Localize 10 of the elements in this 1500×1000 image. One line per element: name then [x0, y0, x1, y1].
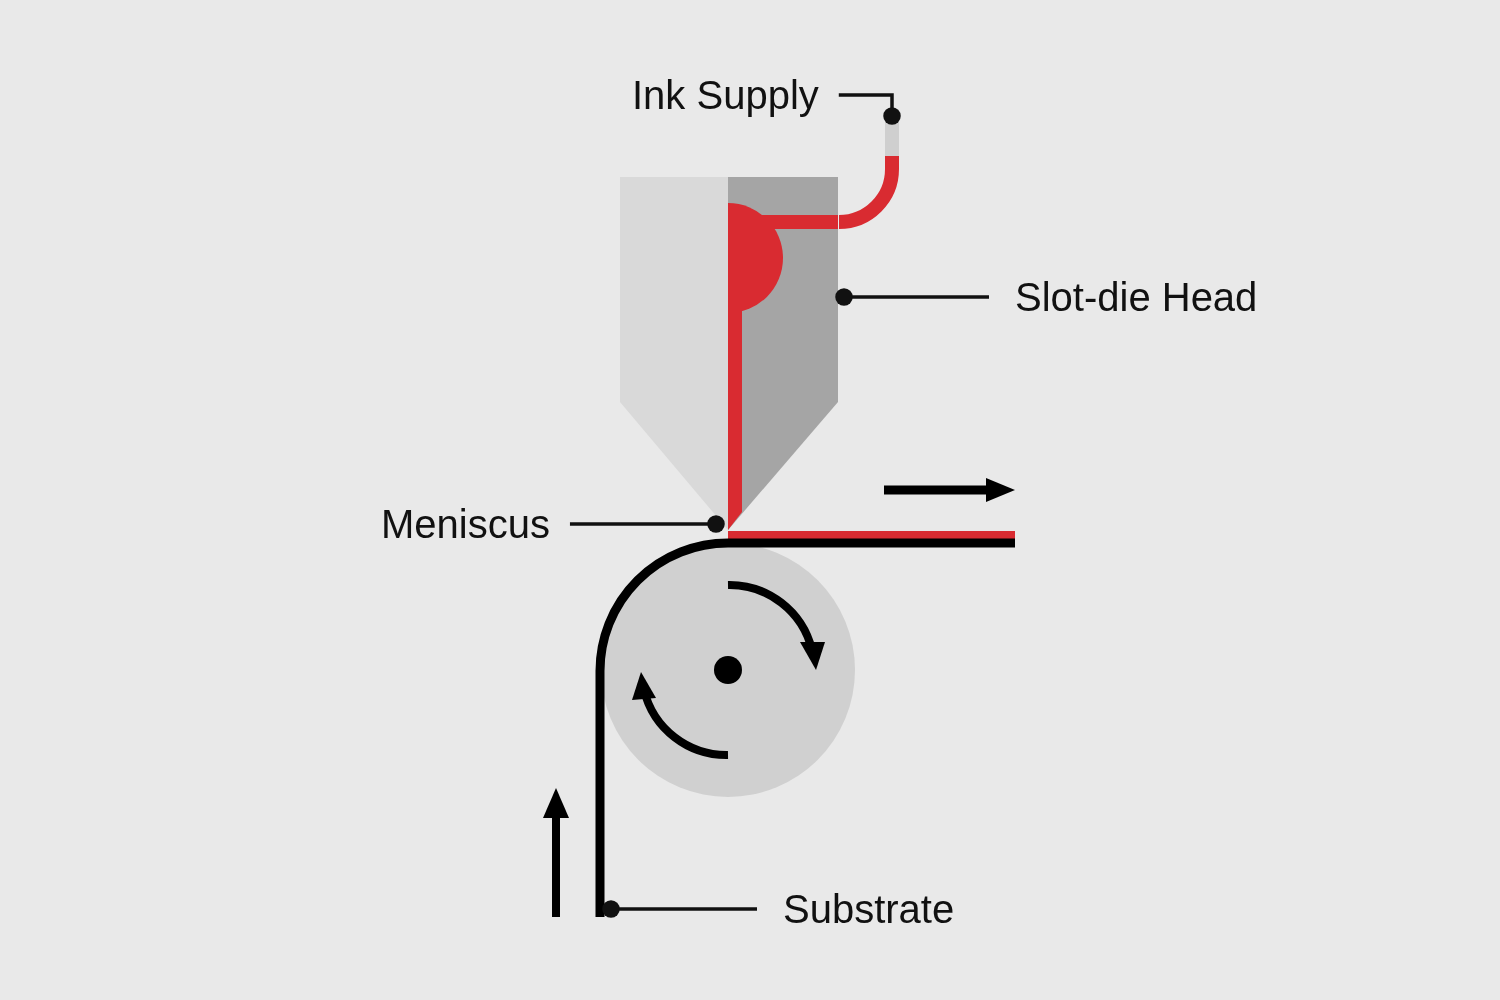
part-label: Meniscus [381, 501, 550, 547]
leader-line [602, 900, 757, 918]
leader-line [569, 515, 725, 533]
leader-line [838, 93, 901, 125]
part-label: Slot-die Head [1015, 274, 1258, 320]
slot-die-head-drawing [620, 177, 838, 530]
leader-line [835, 288, 989, 306]
part-label: Substrate [783, 886, 955, 932]
ink-supply-tube [838, 122, 899, 229]
part-label: Ink Supply [632, 72, 819, 118]
